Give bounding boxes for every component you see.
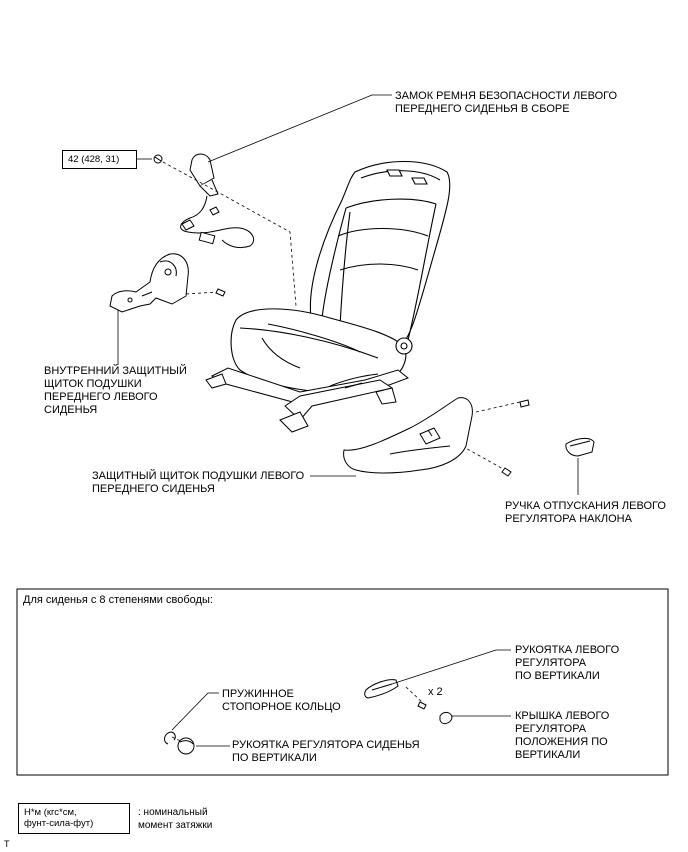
inner-shield-label-line-2: ЩИТОК ПОДУШКИ — [44, 378, 142, 390]
cushion-shield — [343, 397, 473, 474]
torque-spec-value: 42 (428, 31) — [68, 154, 120, 165]
seat-rails — [205, 367, 410, 433]
snap-ring-label: ПРУЖИННОЕ СТОПОРНОЕ КОЛЬЦО — [222, 688, 341, 714]
legend-meaning: : номинальный момент затяжки — [138, 806, 212, 832]
vertical-cover-label: КРЫШКА ЛЕВОГО РЕГУЛЯТОРА ПОЛОЖЕНИЯ ПО ВЕ… — [515, 710, 609, 762]
recliner-handle-label: РУЧКА ОТПУСКАНИЯ ЛЕВОГО РЕГУЛЯТОРА НАКЛО… — [505, 500, 666, 526]
assembly-dashed-lines — [162, 161, 521, 743]
legend-unit-line-2: фунт-сила-фут) — [24, 818, 94, 829]
vertical-handle-label-line-1: РУКОЯТКА ЛЕВОГО — [515, 644, 620, 656]
vertical-handle-screw — [417, 701, 427, 710]
screw-qty-label: x 2 — [428, 686, 443, 698]
inner-cushion-shield — [109, 253, 189, 313]
vertical-cover-part — [439, 711, 453, 725]
vertical-handle-label-line-2: РЕГУЛЯТОРА — [515, 657, 587, 669]
recliner-handle-label-line-2: РЕГУЛЯТОРА НАКЛОНА — [505, 513, 632, 525]
inner-shield-label-line-3: ПЕРЕДНЕГО ЛЕВОГО — [44, 391, 158, 403]
snap-ring-label-line-2: СТОПОРНОЕ КОЛЬЦО — [222, 701, 341, 713]
seat-back — [309, 160, 451, 347]
cushion-shield-label-line-1: ЗАЩИТНЫЙ ЩИТОК ПОДУШКИ ЛЕВОГО — [92, 470, 305, 482]
inner-shield-label-line-1: ВНУТРЕННИЙ ЗАЩИТНЫЙ — [44, 365, 187, 377]
detail-frame — [16, 588, 669, 776]
vertical-cover-label-line-2: РЕГУЛЯТОРА — [515, 723, 587, 735]
inner-shield-screw — [215, 288, 226, 297]
seat-vertical-knob-label: РУКОЯТКА РЕГУЛЯТОРА СИДЕНЬЯ ПО ВЕРТИКАЛИ — [232, 739, 420, 765]
inner-shield-label: ВНУТРЕННИЙ ЗАЩИТНЫЙ ЩИТОК ПОДУШКИ ПЕРЕДН… — [44, 365, 187, 417]
buckle-label-line-2: ПЕРЕДНЕГО СИДЕНЬЯ В СБОРЕ — [395, 103, 570, 115]
legend-unit-line-1: Н*м (кгс*см, — [24, 807, 77, 818]
corner-mark: T — [4, 839, 10, 849]
buckle-bolt — [153, 154, 163, 164]
vertical-handle-part — [364, 679, 399, 699]
seat-vertical-knob-label-line-2: ПО ВЕРТИКАЛИ — [232, 752, 317, 764]
vertical-cover-label-line-4: ВЕРТИКАЛИ — [515, 749, 581, 761]
vertical-handle-label-line-3: ПО ВЕРТИКАЛИ — [515, 670, 600, 682]
seat-vertical-knob-label-line-1: РУКОЯТКА РЕГУЛЯТОРА СИДЕНЬЯ — [232, 739, 420, 751]
snap-ring-label-line-1: ПРУЖИННОЕ — [222, 688, 294, 700]
snap-ring-part — [164, 731, 176, 745]
vertical-handle-label: РУКОЯТКА ЛЕВОГО РЕГУЛЯТОРА ПО ВЕРТИКАЛИ — [515, 644, 619, 683]
seat-belt-buckle — [180, 153, 255, 249]
recliner-handle-label-line-1: РУЧКА ОТПУСКАНИЯ ЛЕВОГО — [505, 500, 666, 512]
vertical-cover-label-line-3: ПОЛОЖЕНИЯ ПО — [515, 736, 608, 748]
legend-meaning-line-1: : номинальный — [138, 807, 208, 818]
detail-leader-lines — [171, 649, 511, 747]
inner-shield-label-line-4: СИДЕНЬЯ — [44, 404, 98, 416]
buckle-label: ЗАМОК РЕМНЯ БЕЗОПАСНОСТИ ЛЕВОГО ПЕРЕДНЕГ… — [395, 90, 617, 116]
seat-vertical-knob-part — [177, 737, 195, 755]
leader-lines — [117, 94, 579, 495]
buckle-label-line-1: ЗАМОК РЕМНЯ БЕЗОПАСНОСТИ ЛЕВОГО — [395, 90, 618, 102]
legend-meaning-line-2: момент затяжки — [138, 820, 213, 831]
cushion-shield-label: ЗАЩИТНЫЙ ЩИТОК ПОДУШКИ ЛЕВОГО ПЕРЕДНЕГО … — [92, 470, 304, 496]
detail-title: Для сиденья с 8 степенями свободы: — [23, 594, 213, 606]
cushion-shield-label-line-2: ПЕРЕДНЕГО СИДЕНЬЯ — [92, 483, 215, 495]
vertical-cover-label-line-1: КРЫШКА ЛЕВОГО — [515, 710, 610, 722]
recliner-release-handle — [565, 437, 595, 457]
legend-unit-box: Н*м (кгс*см, фунт-сила-фут) — [18, 803, 130, 834]
torque-spec-box: 42 (428, 31) — [62, 150, 137, 169]
seat-cushion — [230, 308, 413, 394]
cushion-shield-screws — [501, 399, 530, 477]
